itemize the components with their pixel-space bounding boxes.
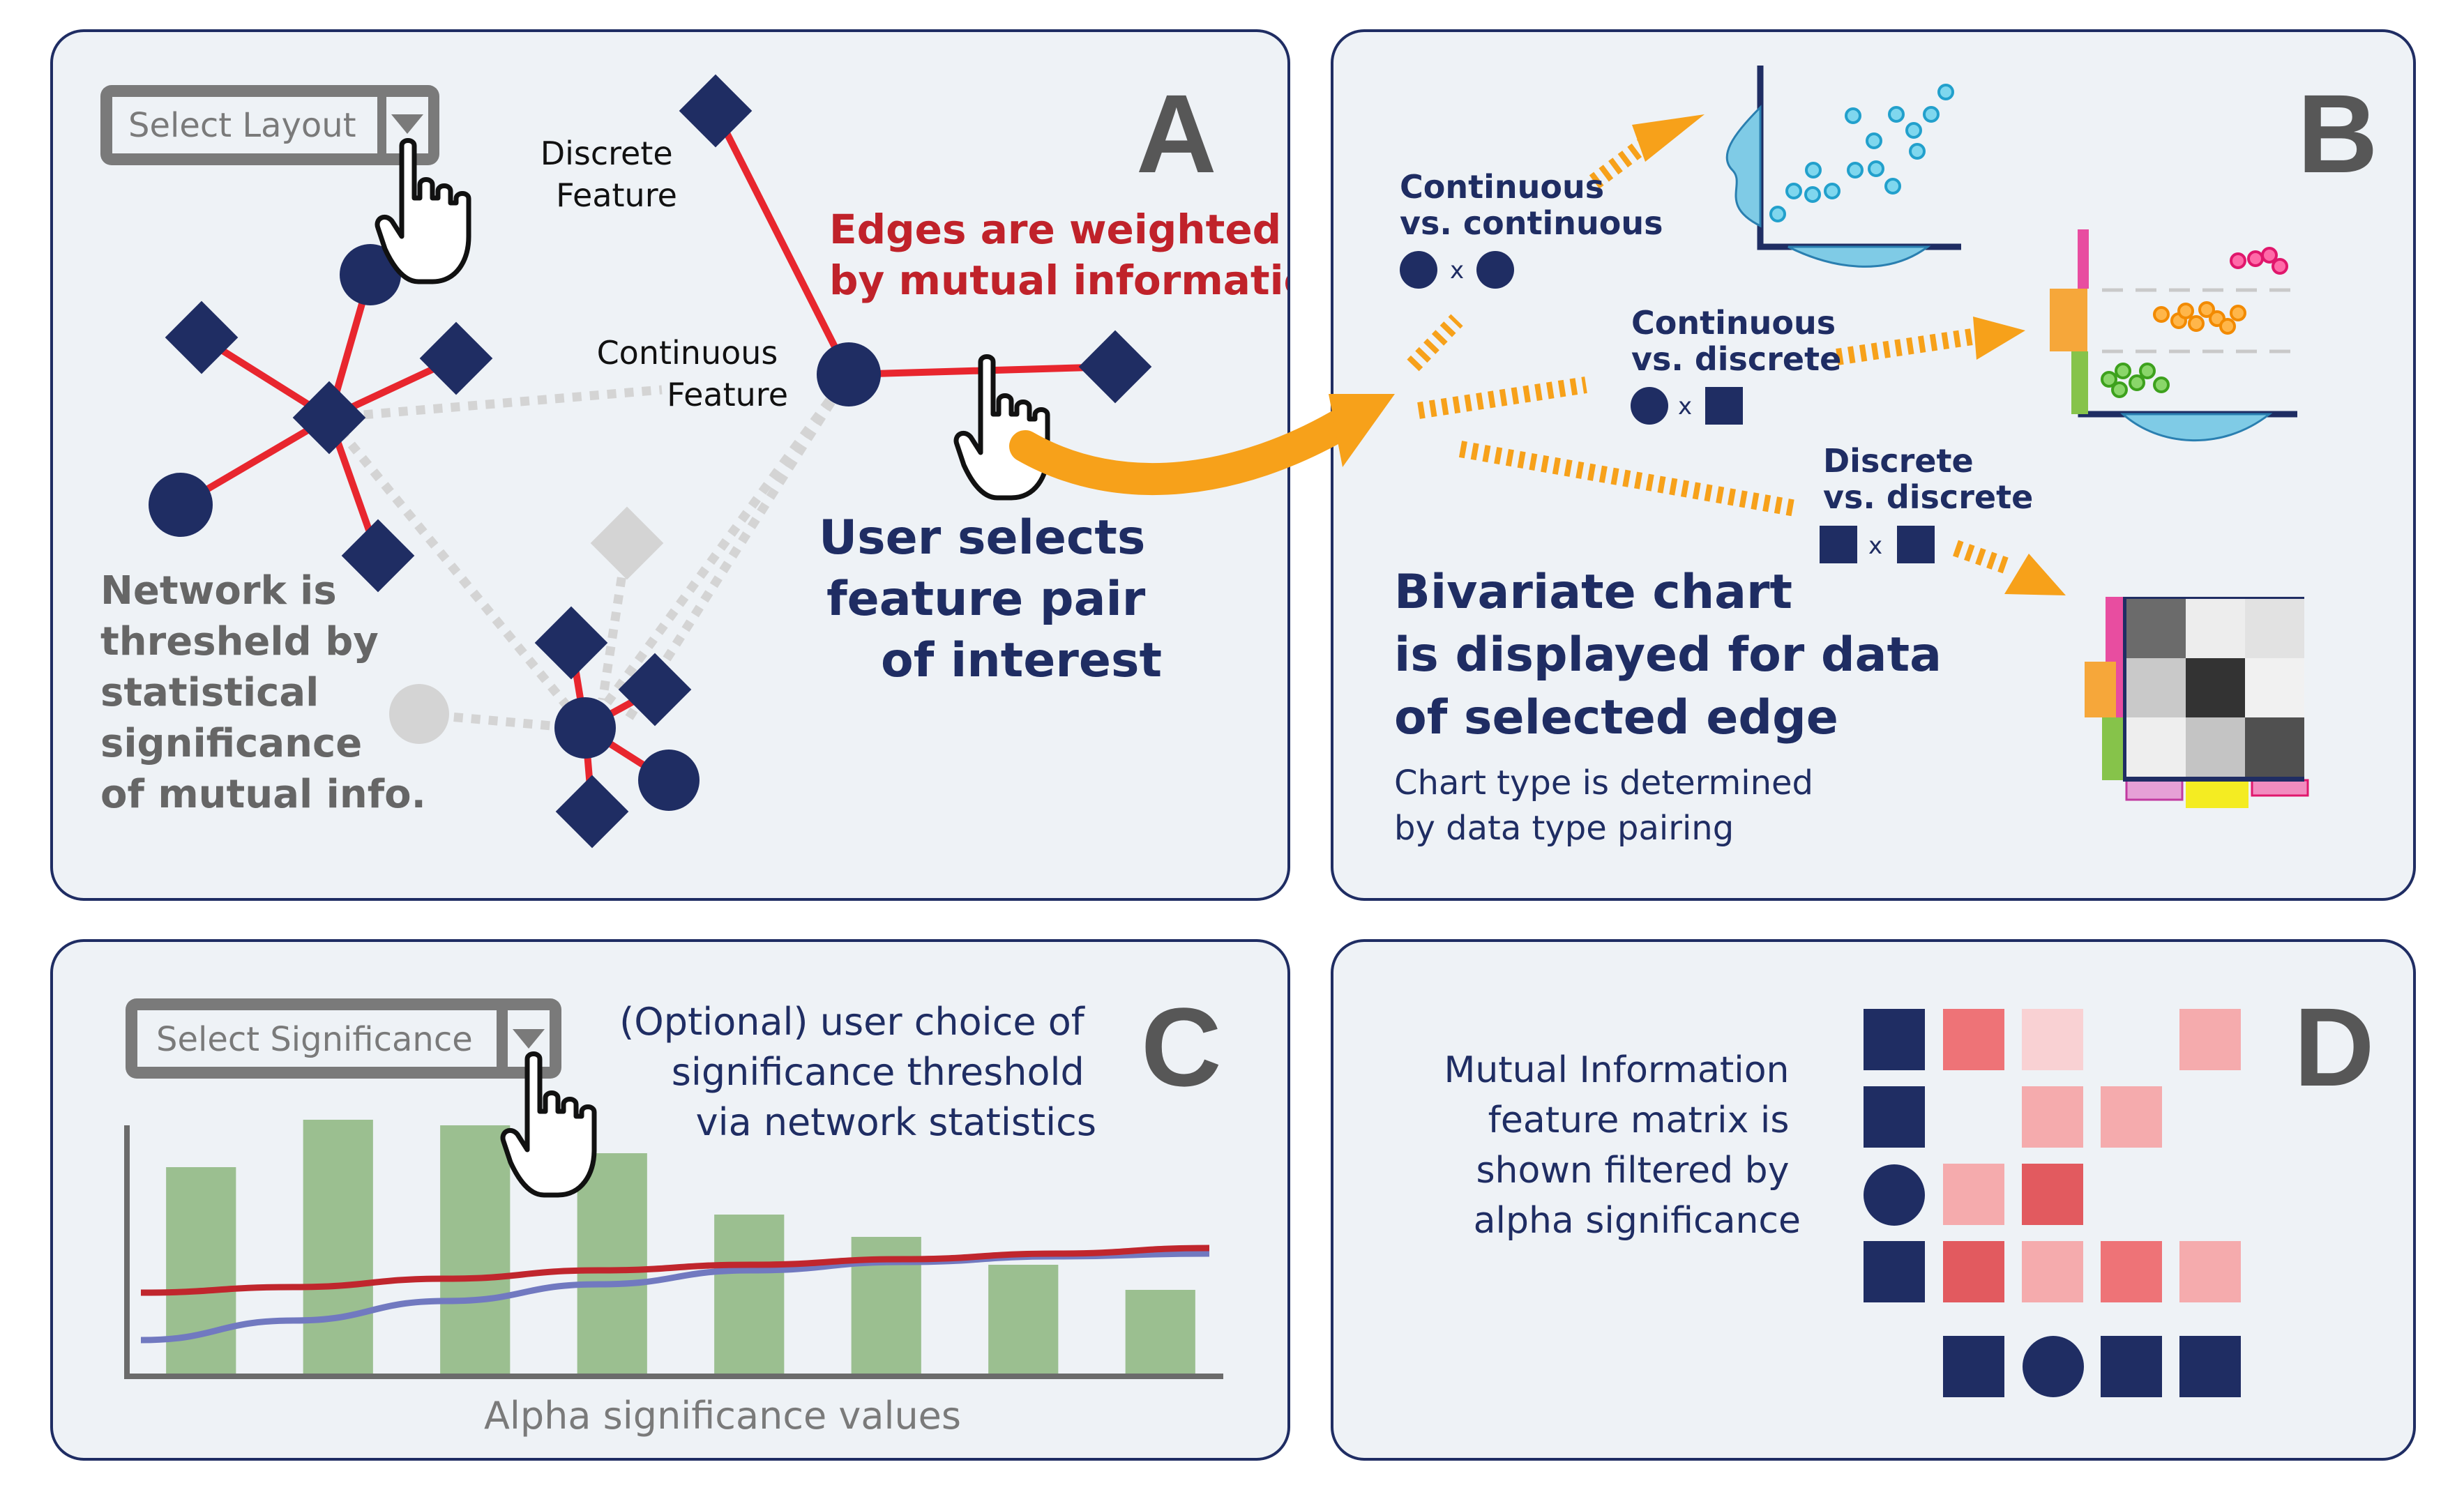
circle-node-icon — [2023, 1336, 2084, 1397]
bar — [1125, 1290, 1195, 1376]
panel-a-letter: A — [1136, 71, 1217, 196]
cc-symbols — [1400, 251, 1514, 289]
circle-node-icon — [1400, 251, 1437, 289]
orange-arrowheads — [1632, 114, 2066, 595]
bar — [714, 1215, 785, 1376]
cc-label: Continuous vs. continuous — [1400, 168, 1663, 242]
panel-d: Mutual Information feature matrix is sho… — [1331, 939, 2416, 1461]
bar — [988, 1265, 1059, 1376]
significance-note: (Optional) user choice of significance t… — [619, 1000, 1096, 1144]
cc-times: x — [1450, 257, 1464, 284]
bivariate-heading: Bivariate chart is displayed for data of… — [1394, 565, 1958, 745]
square-node-icon — [1864, 1241, 1925, 1302]
mi-feature-matrix — [1864, 1009, 2241, 1397]
square-node-icon — [1705, 387, 1743, 425]
red-curve — [140, 1245, 1210, 1296]
x-axis-label: Alpha significance values — [484, 1394, 961, 1438]
square-node-icon — [1820, 526, 1857, 563]
bar — [577, 1153, 647, 1376]
panel-a-canvas: Select Layout A Discrete Feature Continu… — [100, 71, 1290, 849]
panel-b-canvas: Continuous vs. continuous x Continuous v… — [1394, 66, 2378, 848]
layout-dropdown[interactable]: Select Layout — [100, 85, 439, 165]
edges-weighted-note: Edges are weighted by mutual information — [829, 206, 1290, 304]
diamond-node-icon — [555, 775, 629, 849]
chart-continuous-continuous — [1725, 66, 1961, 268]
square-node-icon — [1897, 526, 1935, 563]
circle-node-icon[interactable] — [817, 342, 881, 406]
circle-node-icon — [340, 244, 401, 305]
bar — [440, 1125, 511, 1376]
circle-node-icon — [149, 473, 213, 537]
square-node-icon — [1864, 1086, 1925, 1148]
chart-axes — [124, 1125, 1223, 1379]
dd-times: x — [1868, 532, 1882, 560]
pointer-hand-icon — [500, 1051, 597, 1198]
continuous-feature-label: Continuous Feature — [597, 334, 788, 413]
significance-dropdown[interactable]: Select Significance — [126, 998, 561, 1079]
panel-c-canvas: Select Significance (Optional) user choi… — [124, 984, 1223, 1438]
panel-c: Select Significance (Optional) user choi… — [50, 939, 1290, 1461]
layout-dropdown-label: Select Layout — [128, 106, 356, 145]
square-node-icon — [2179, 1336, 2241, 1397]
circle-node-icon — [1476, 251, 1514, 289]
square-node-icon — [1943, 1336, 2004, 1397]
mi-matrix-note: Mutual Information feature matrix is sho… — [1444, 1049, 1801, 1242]
bar — [303, 1120, 373, 1376]
diamond-node-icon — [618, 653, 692, 727]
circle-node-icon — [638, 750, 700, 811]
discrete-feature-label: Discrete Feature — [541, 135, 683, 214]
diamond-node-icon — [534, 606, 608, 680]
panel-d-canvas: Mutual Information feature matrix is sho… — [1444, 984, 2375, 1397]
pointer-hand-icon — [375, 138, 471, 284]
significance-dropdown-label: Select Significance — [156, 1020, 473, 1059]
dd-label: Discrete vs. discrete — [1823, 442, 2033, 516]
panel-b-letter: B — [2297, 71, 2378, 196]
bar-series — [166, 1120, 1195, 1376]
chart-continuous-discrete — [2050, 229, 2297, 441]
panel-d-letter: D — [2294, 984, 2375, 1109]
cd-label: Continuous vs. discrete — [1631, 304, 1847, 378]
circle-node-icon — [1864, 1164, 1925, 1226]
network-threshold-note: Network is thresheld by statistical sign… — [100, 568, 426, 817]
circle-node-icon — [1631, 387, 1668, 425]
user-selects-note: User selects feature pair of interest — [819, 510, 1162, 688]
cd-times: x — [1678, 393, 1692, 420]
dropdown-arrow-icon — [513, 1029, 545, 1049]
panel-b: Continuous vs. continuous x Continuous v… — [1331, 29, 2416, 901]
panel-c-letter: C — [1141, 984, 1222, 1109]
square-node-icon — [2101, 1336, 2162, 1397]
chart-discrete-discrete — [2085, 597, 2309, 808]
chart-type-subtext: Chart type is determined by data type pa… — [1394, 763, 1824, 848]
grey-nodes — [389, 506, 664, 744]
dropdown-arrow-icon — [391, 114, 423, 134]
square-node-icon — [1864, 1009, 1925, 1070]
bar — [166, 1167, 236, 1376]
circle-node-icon — [554, 697, 616, 759]
